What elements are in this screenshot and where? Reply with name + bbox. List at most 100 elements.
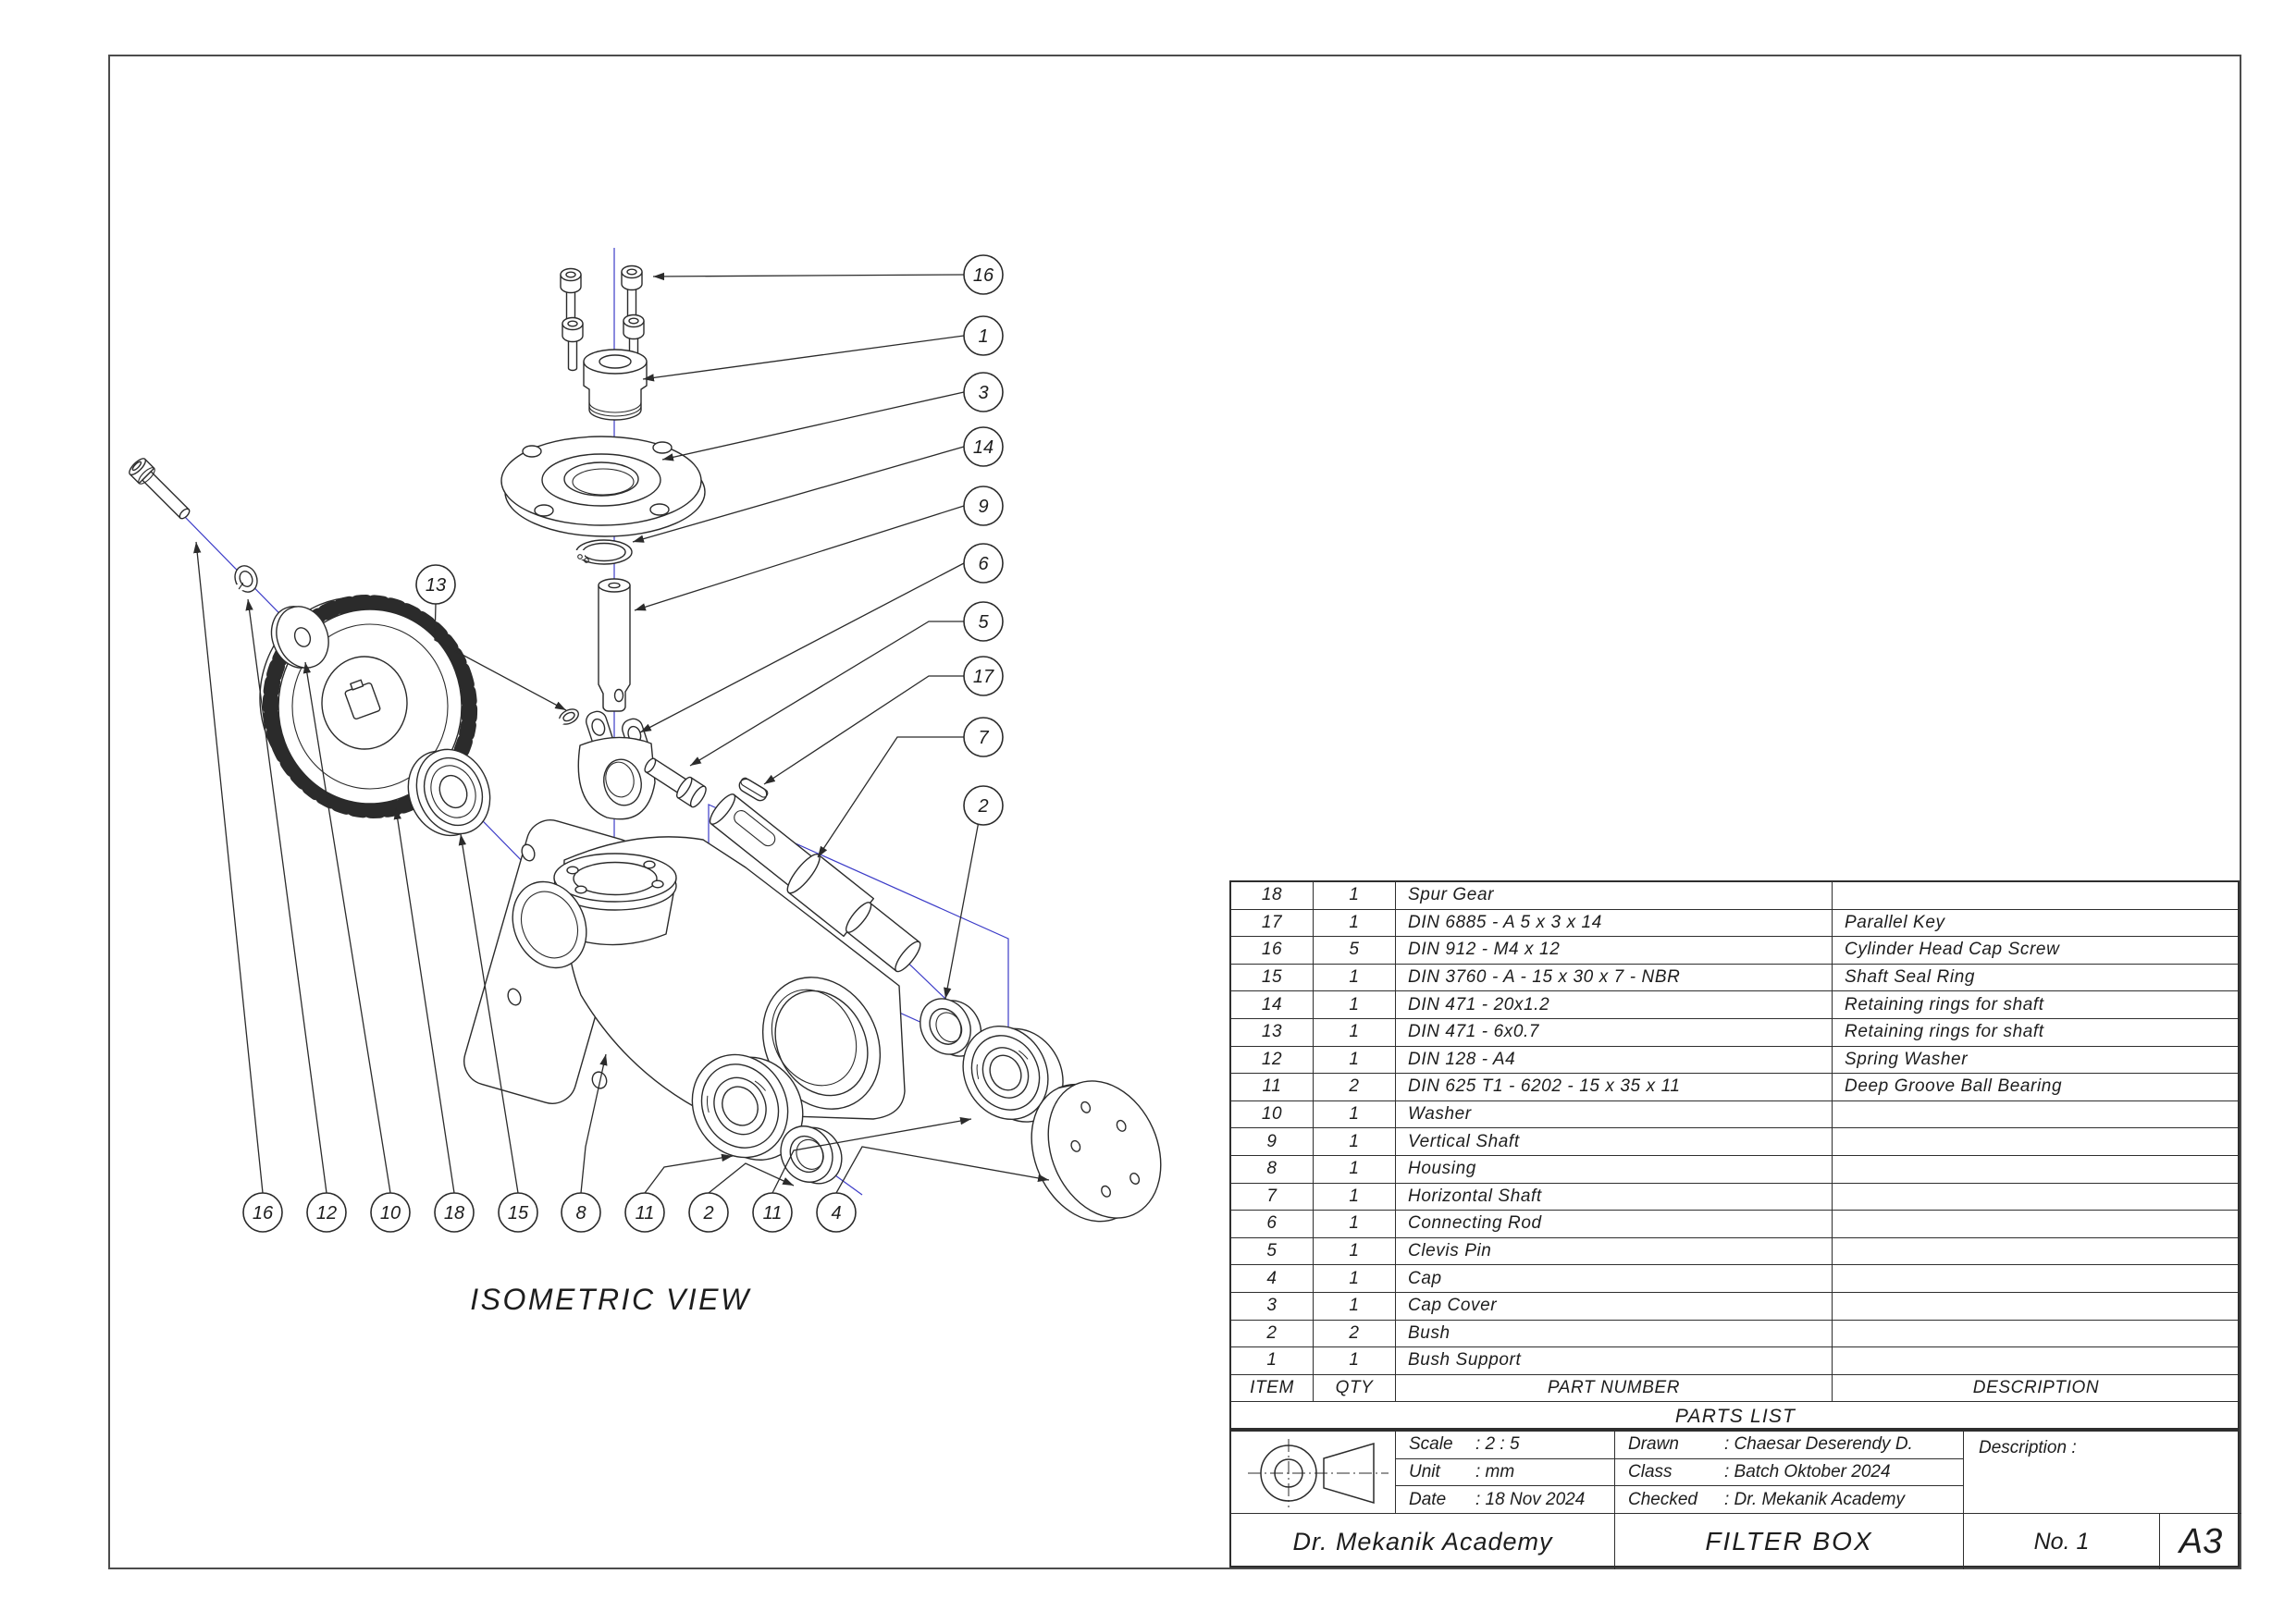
balloon-callouts: 16 1 3 14 9 6 5 17 7 2 13 16 12 10 18 15… — [242, 254, 1004, 1233]
spring-washer-part — [234, 565, 258, 593]
balloon-leaders — [193, 272, 1050, 1194]
balloon: 2 — [963, 785, 1004, 826]
table-cell-item: 1 — [1231, 1347, 1314, 1375]
drawn-field: Drawn : Chaesar Deserendy D. — [1615, 1432, 1964, 1459]
parallel-key-part — [738, 777, 769, 802]
table-cell-description — [1833, 1265, 2240, 1293]
bush-right-part — [920, 998, 982, 1057]
parts-list-table: 18 1 Spur Gear 17 1 DIN 6885 - A 5 x 3 x… — [1229, 880, 2240, 1430]
class-field: Class : Batch Oktober 2024 — [1615, 1458, 1964, 1487]
table-cell-qty: 1 — [1314, 1347, 1396, 1375]
table-cell-qty: 1 — [1314, 1155, 1396, 1184]
svg-text:13: 13 — [426, 575, 446, 596]
table-cell-item: 13 — [1231, 1018, 1314, 1047]
svg-text:9: 9 — [978, 497, 988, 517]
svg-text:12: 12 — [316, 1203, 337, 1223]
table-cell-description: Retaining rings for shaft — [1833, 1019, 2240, 1047]
table-cell-item: 11 — [1231, 1074, 1314, 1101]
table-cell-qty: 1 — [1314, 882, 1396, 910]
svg-text:10: 10 — [380, 1203, 401, 1223]
cap-cover-part — [500, 436, 706, 537]
svg-text:5: 5 — [978, 612, 989, 633]
drawing-title: FILTER BOX — [1615, 1514, 1964, 1569]
table-cell-qty: 1 — [1314, 1237, 1396, 1266]
drawn-value: : Chaesar Deserendy D. — [1724, 1434, 1913, 1455]
paper-size: A3 — [2179, 1521, 2223, 1561]
sheet-number: No. 1 — [1964, 1514, 2160, 1569]
bush-left-part — [780, 1125, 843, 1185]
table-cell-item: 17 — [1231, 909, 1314, 938]
svg-text:2: 2 — [702, 1203, 713, 1223]
table-cell-description — [1833, 882, 2240, 910]
horizontal-shaft-part — [709, 793, 921, 973]
table-cell-qty: 1 — [1314, 1265, 1396, 1293]
svg-text:15: 15 — [508, 1203, 529, 1223]
table-header-description: DESCRIPTION — [1833, 1375, 2240, 1403]
table-cell-item: 10 — [1231, 1100, 1314, 1129]
balloon: 11 — [752, 1192, 793, 1233]
table-cell-part-number: Washer — [1396, 1100, 1833, 1129]
date-label: Date — [1409, 1489, 1447, 1509]
table-cell-item: 14 — [1231, 991, 1314, 1019]
table-cell-item: 12 — [1231, 1046, 1314, 1075]
table-cell-description — [1833, 1347, 2240, 1375]
table-cell-description — [1833, 1293, 2240, 1321]
table-cell-description — [1833, 1184, 2240, 1211]
table-cell-qty: 2 — [1314, 1320, 1396, 1348]
housing-part — [463, 819, 906, 1120]
svg-text:4: 4 — [831, 1203, 841, 1223]
balloon: 12 — [306, 1192, 347, 1233]
table-cell-item: 3 — [1231, 1292, 1314, 1321]
table-cell-part-number: DIN 471 - 20x1.2 — [1396, 991, 1833, 1019]
parts-list-title: PARTS LIST — [1674, 1406, 1796, 1428]
table-cell-item: 2 — [1231, 1320, 1314, 1348]
svg-text:18: 18 — [444, 1203, 464, 1223]
table-cell-part-number: DIN 6885 - A 5 x 3 x 14 — [1396, 909, 1833, 938]
table-cell-item: 6 — [1231, 1211, 1314, 1238]
svg-text:11: 11 — [763, 1203, 783, 1223]
projection-symbol-icon — [1231, 1432, 1396, 1514]
table-cell-part-number: DIN 471 - 6x0.7 — [1396, 1018, 1833, 1047]
table-cell-part-number: Bush Support — [1396, 1347, 1833, 1375]
table-cell-part-number: Connecting Rod — [1396, 1211, 1833, 1238]
spur-gear-part — [259, 595, 478, 818]
table-cell-part-number: Horizontal Shaft — [1396, 1183, 1833, 1211]
table-cell-item: 4 — [1231, 1265, 1314, 1293]
balloon: 2 — [688, 1192, 729, 1233]
table-cell-part-number: Bush — [1396, 1320, 1833, 1348]
table-cell-qty: 1 — [1314, 1211, 1396, 1238]
table-cell-description — [1833, 1321, 2240, 1348]
svg-text:11: 11 — [636, 1203, 655, 1223]
balloon: 5 — [963, 601, 1004, 642]
svg-text:6: 6 — [978, 554, 989, 574]
table-cell-item: 8 — [1231, 1155, 1314, 1184]
table-cell-description: Cylinder Head Cap Screw — [1833, 937, 2240, 965]
balloon: 3 — [963, 372, 1004, 412]
balloon: 17 — [963, 656, 1004, 696]
table-cell-item: 16 — [1231, 937, 1314, 965]
checked-label: Checked — [1628, 1489, 1697, 1509]
scale-label: Scale — [1409, 1434, 1453, 1455]
table-cell-item: 18 — [1231, 882, 1314, 910]
vertical-shaft-part — [598, 578, 631, 712]
svg-text:3: 3 — [978, 383, 988, 403]
balloon: 13 — [415, 564, 456, 605]
checked-field: Checked : Dr. Mekanik Academy — [1615, 1486, 1964, 1514]
bush-support-part — [583, 349, 648, 421]
table-header-item: ITEM — [1231, 1374, 1314, 1403]
date-field: Date : 18 Nov 2024 — [1396, 1486, 1615, 1514]
svg-text:7: 7 — [978, 728, 989, 748]
table-cell-part-number: Cap — [1396, 1265, 1833, 1293]
balloon: 6 — [963, 543, 1004, 584]
scale-field: Scale : 2 : 5 — [1396, 1432, 1615, 1459]
table-cell-qty: 1 — [1314, 1128, 1396, 1156]
table-cell-qty: 1 — [1314, 1018, 1396, 1047]
svg-text:14: 14 — [973, 437, 994, 458]
balloon: 1 — [963, 315, 1004, 356]
shaft-seal-ring-part — [407, 748, 491, 837]
ball-bearing-left-part — [691, 1053, 804, 1161]
cap-screws-part — [560, 264, 645, 372]
table-cell-part-number: Housing — [1396, 1155, 1833, 1184]
balloon: 7 — [963, 717, 1004, 757]
